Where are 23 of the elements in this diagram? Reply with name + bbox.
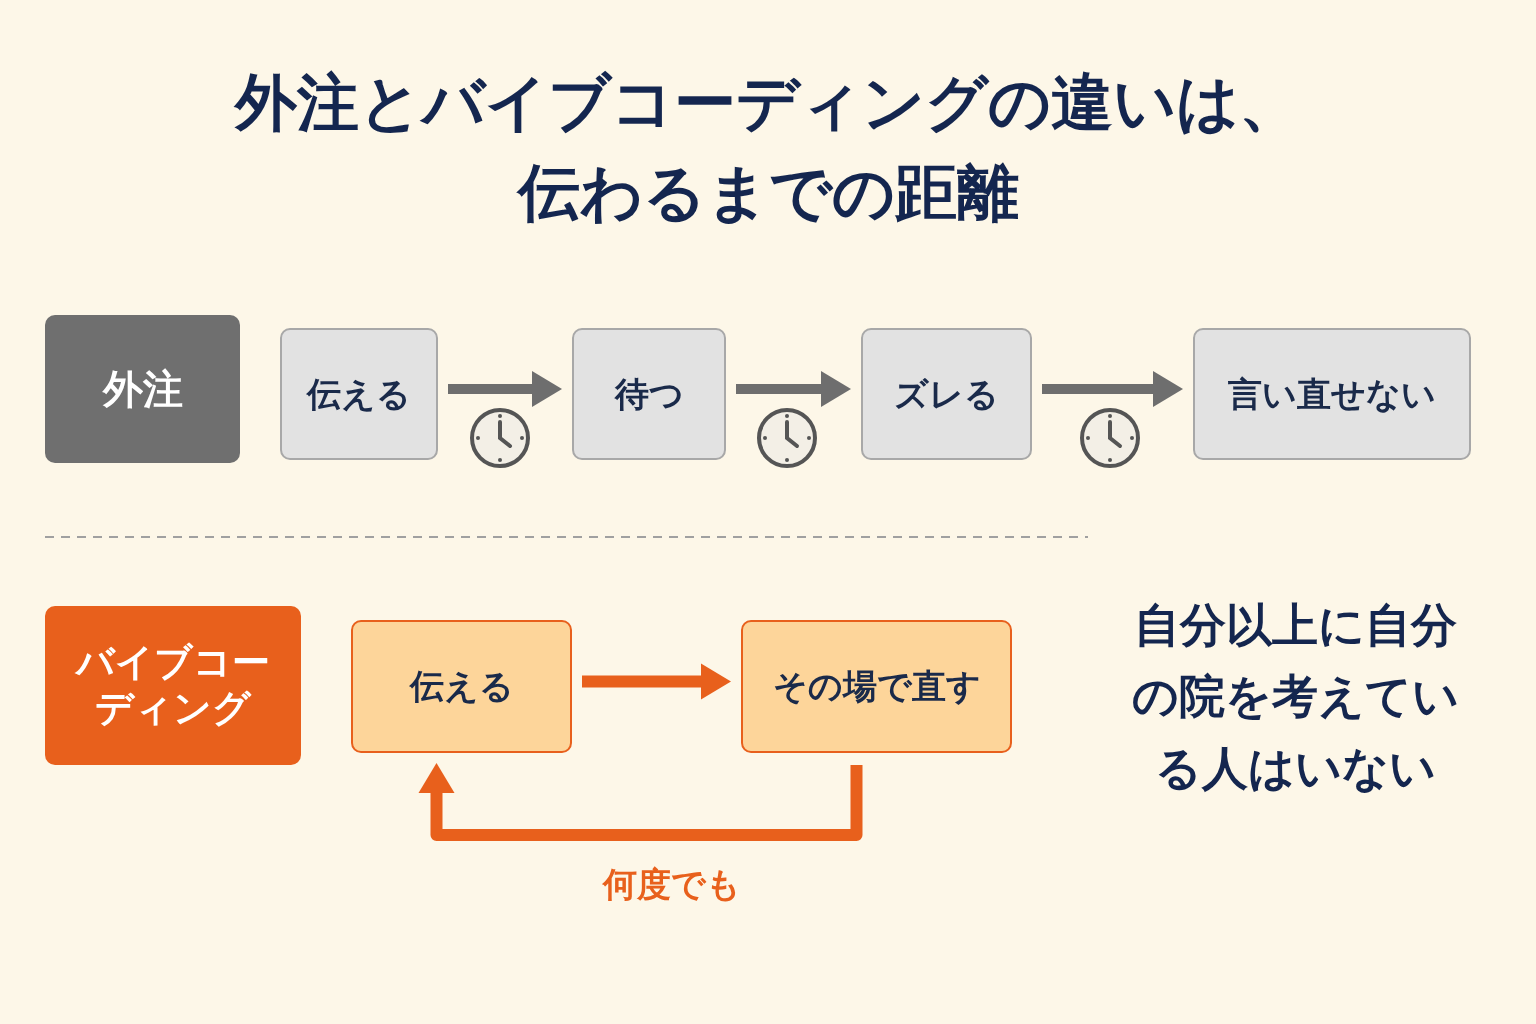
node-text: 待つ	[614, 373, 684, 415]
node-text: その場で直す	[772, 666, 981, 707]
arrow	[582, 663, 731, 700]
node-text: 外注	[102, 365, 183, 413]
process-box	[280, 328, 438, 460]
category-box	[45, 315, 240, 463]
process-box	[1193, 328, 1471, 460]
node-text: 伝える	[409, 666, 514, 707]
process-box	[351, 620, 572, 753]
note-text: 自分以上に自分の院を考えている人はいない	[1130, 597, 1460, 797]
category-box	[45, 606, 301, 765]
process-box	[741, 620, 1012, 753]
node-text: 伝える	[307, 373, 411, 415]
title: 外注とバイブコーディングの違いは、伝わるまでの距離	[233, 65, 1302, 231]
node-text: ズレる	[894, 373, 999, 415]
arrow	[418, 763, 863, 841]
arrow	[448, 371, 562, 407]
node-text: 言い直せない	[1228, 373, 1436, 415]
arrow	[1042, 371, 1183, 407]
node-text: バイブコーディング	[74, 639, 271, 732]
process-box	[861, 328, 1032, 460]
arrow	[736, 371, 851, 407]
process-box	[572, 328, 726, 460]
